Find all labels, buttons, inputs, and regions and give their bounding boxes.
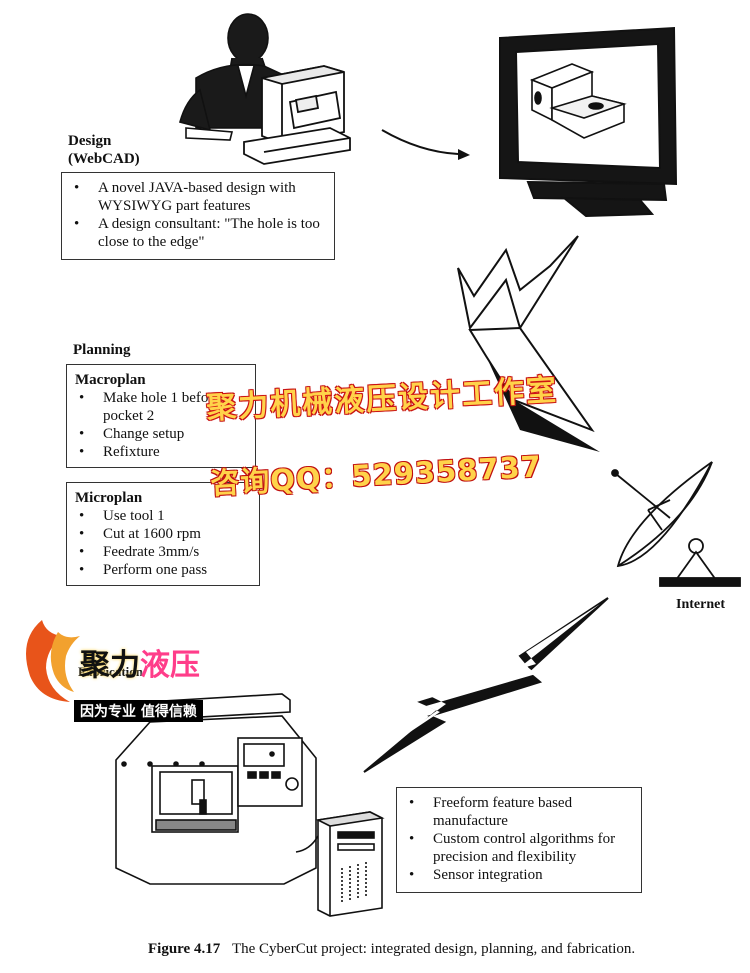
macroplan-box: Macroplan Make hole 1 before pocket 2 Ch… — [66, 364, 256, 468]
logo-flame-icon — [26, 620, 80, 702]
fabrication-heading: Fabrication — [78, 664, 143, 679]
cnc-machine-icon — [115, 693, 319, 885]
logo-slogan: 因为专业 值得信赖 — [74, 700, 203, 722]
logo: 聚力液压 — [80, 640, 200, 684]
upper-lightning-bolt-icon — [457, 235, 579, 331]
design-box: A novel JAVA-based design with WYSIWYG p… — [61, 172, 335, 260]
figure-caption-text: The CyberCut project: integrated design,… — [231, 941, 636, 957]
microplan-bullet: Feedrate 3mm/s — [67, 543, 253, 561]
logo-text-part2: 液压 — [140, 648, 200, 683]
logo-text-part1: 聚力 — [80, 648, 140, 683]
design-bullet: A novel JAVA-based design with WYSIWYG p… — [62, 179, 322, 215]
design-heading-line1: Design — [68, 133, 112, 149]
macroplan-title: Macroplan — [75, 372, 146, 388]
microplan-box: Microplan Use tool 1 Cut at 1600 rpm Fee… — [66, 482, 260, 586]
figure-caption: Figure 4.17 The CyberCut project: integr… — [148, 941, 635, 958]
macroplan-bullet: Make hole 1 before pocket 2 — [67, 389, 249, 425]
macroplan-bullet: Change setup — [67, 425, 249, 443]
fabrication-bullet: Custom control algorithms for precision … — [397, 830, 637, 866]
cad-part-icon — [529, 63, 627, 139]
microplan-title: Microplan — [75, 490, 143, 506]
satellite-dish-icon — [611, 461, 741, 587]
microplan-bullet: Use tool 1 — [67, 507, 253, 525]
microplan-bullet: Perform one pass — [67, 561, 253, 579]
design-heading: Design (WebCAD) — [68, 132, 140, 168]
microplan-bullet: Cut at 1600 rpm — [67, 525, 253, 543]
planning-heading: Planning — [73, 342, 131, 358]
fabrication-bullet: Sensor integration — [397, 866, 637, 884]
fabrication-box: Freeform feature based manufacture Custo… — [396, 787, 642, 893]
design-heading-line2: (WebCAD) — [68, 151, 140, 167]
monitor-icon — [499, 26, 678, 218]
internet-label: Internet — [676, 597, 725, 612]
fabrication-bullet: Freeform feature based manufacture — [397, 794, 637, 830]
pc-tower-icon — [315, 811, 385, 917]
macroplan-bullet: Refixture — [67, 443, 249, 461]
design-bullet: A design consultant: "The hole is too cl… — [62, 215, 322, 251]
figure-label: Figure 4.17 — [148, 941, 221, 957]
workstation-computer-icon — [243, 65, 351, 165]
design-to-display-arrow — [381, 129, 459, 155]
